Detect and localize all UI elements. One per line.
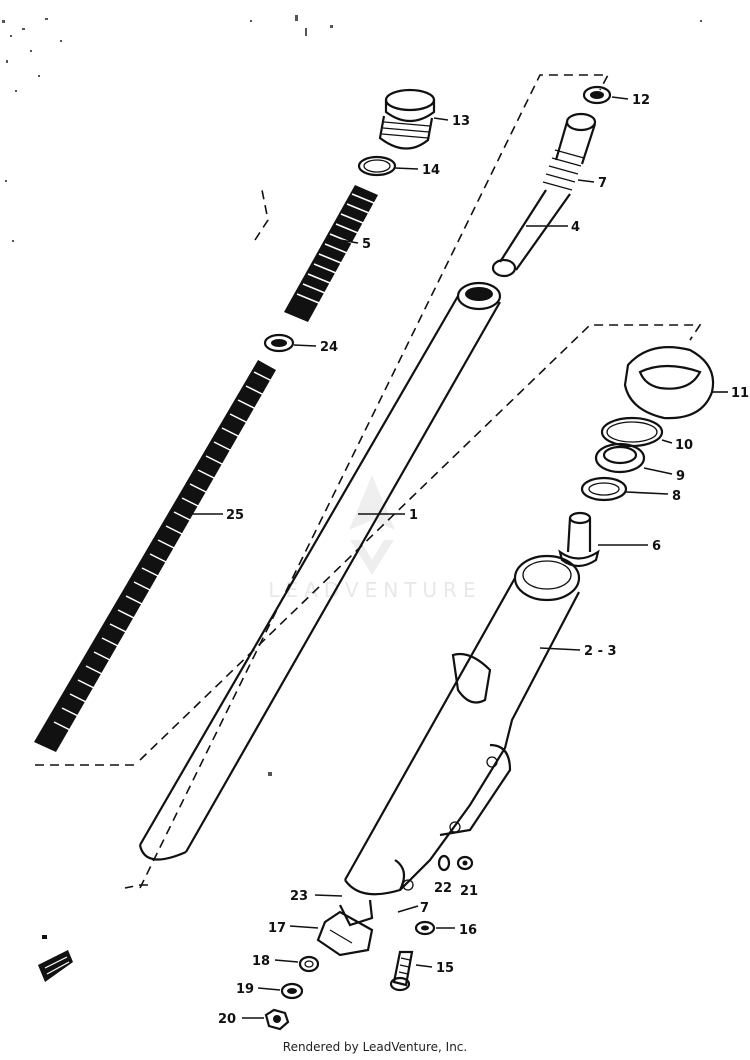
part-9-oil-seal [594, 442, 646, 474]
callout-9: 9 [676, 469, 685, 484]
callout-25: 25 [226, 508, 244, 523]
part-13-cap-bolt [378, 88, 436, 150]
part-18-washer [298, 955, 320, 973]
callout-18: 18 [252, 954, 270, 969]
callout-22: 22 [434, 881, 452, 896]
callout-1: 1 [409, 508, 418, 523]
callout-19: 19 [236, 982, 254, 997]
part-5-spring [284, 185, 378, 322]
callout-13: 13 [452, 114, 470, 129]
part-6-oil-lock-piece [558, 511, 600, 568]
footer-credit: Rendered by LeadVenture, Inc. [282, 1040, 468, 1054]
part-15-bolt [389, 950, 414, 992]
part-25-long-spring [34, 360, 276, 752]
part-1-inner-tube [138, 281, 502, 861]
part-21-nut [456, 855, 474, 871]
part-10-clip [600, 416, 664, 448]
watermark: LEADVENTURE [268, 475, 481, 602]
callout-10: 10 [675, 438, 693, 453]
callout-17: 17 [268, 921, 286, 936]
callout-21: 21 [460, 884, 478, 899]
part-24-spacer [263, 333, 295, 353]
part-19-washer [280, 982, 304, 1000]
callout-8: 8 [672, 489, 681, 504]
part-2-3-outer-tube [344, 554, 581, 896]
callout-16: 16 [459, 923, 477, 938]
part-17-axle-holder [316, 899, 374, 957]
callout-leaders [190, 96, 728, 1019]
callout-6: 6 [652, 539, 661, 554]
callout-24: 24 [320, 340, 338, 355]
part-11-dust-cover [623, 346, 715, 420]
part-20-nut [264, 1008, 290, 1031]
callout-23: 23 [290, 889, 308, 904]
callout-20: 20 [218, 1012, 236, 1027]
callout-5: 5 [362, 237, 371, 252]
callout-labels: 12 13 14 7 4 5 24 11 10 9 8 25 1 6 2 - 3… [218, 93, 749, 1027]
callout-15: 15 [436, 961, 454, 976]
part-16-washer [414, 920, 436, 936]
callout-7-upper: 7 [598, 176, 607, 191]
callout-14: 14 [422, 163, 440, 178]
front-arrow-icon [38, 935, 73, 982]
callout-2-3: 2 - 3 [584, 644, 617, 659]
part-14-o-ring [357, 155, 397, 177]
part-12-seal [582, 85, 612, 105]
part-8-washer [580, 476, 628, 502]
callout-7-lower: 7 [420, 901, 429, 916]
part-22-washer [437, 854, 451, 872]
watermark-text: LEADVENTURE [268, 578, 481, 602]
assembly-bracket-lines [35, 74, 702, 889]
callout-4: 4 [571, 220, 580, 235]
callout-11: 11 [731, 386, 749, 401]
callout-12: 12 [632, 93, 650, 108]
part-4-damper-rod [491, 112, 597, 278]
scan-noise [2, 15, 702, 776]
